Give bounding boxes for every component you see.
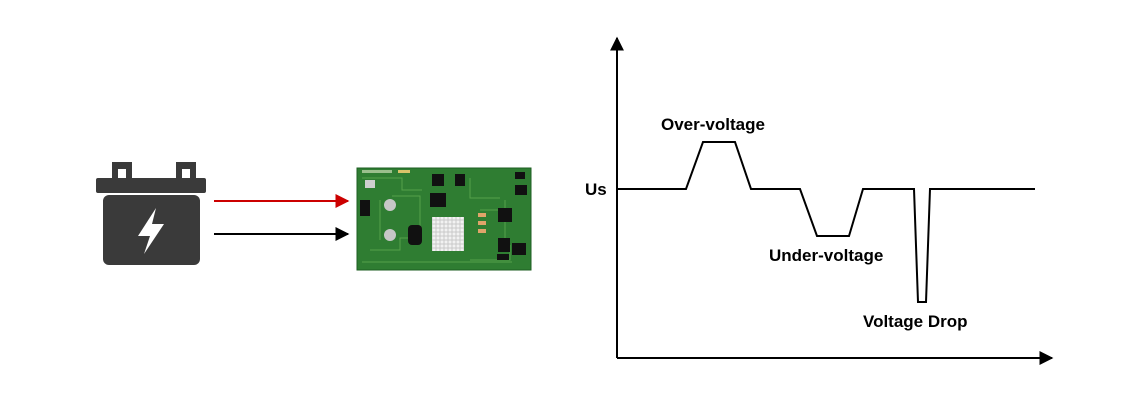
- under-voltage-label: Under-voltage: [769, 246, 883, 265]
- voltage-waveform: [617, 141, 1035, 303]
- nominal-voltage-label: Us: [585, 180, 607, 199]
- lightning-bolt-icon: [138, 208, 164, 254]
- car-battery-icon: [96, 162, 206, 265]
- over-voltage-label: Over-voltage: [661, 115, 765, 134]
- circuit-board-icon: [356, 167, 532, 271]
- voltage-drop-label: Voltage Drop: [863, 312, 968, 331]
